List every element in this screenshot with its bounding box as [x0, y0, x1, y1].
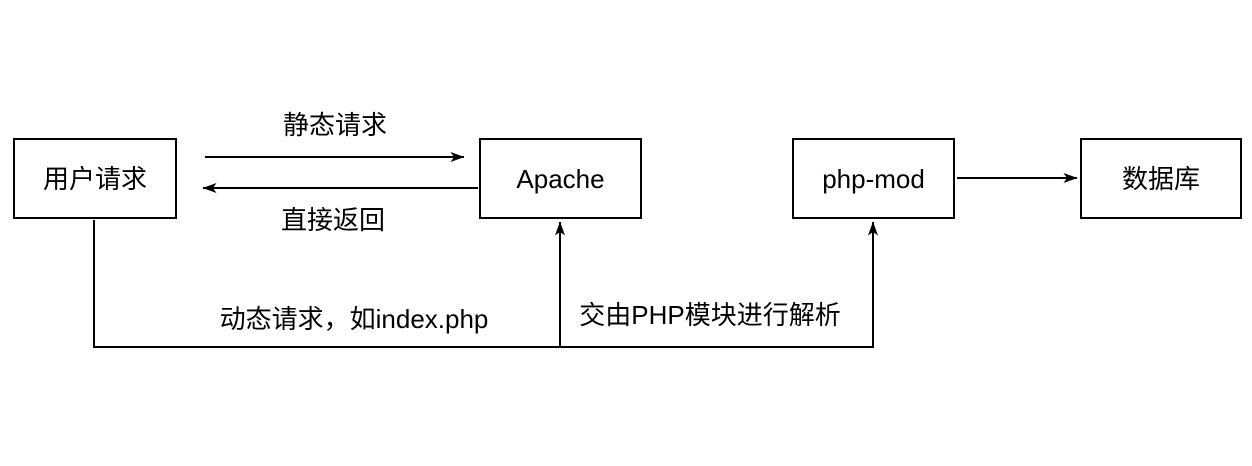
label-direct-return: 直接返回	[278, 205, 388, 236]
label-php-parse: 交由PHP模块进行解析	[577, 300, 843, 331]
node-php-mod: php-mod	[792, 138, 955, 219]
node-php-mod-label: php-mod	[822, 163, 925, 194]
node-apache: Apache	[479, 138, 642, 219]
arrow-dynamic-request	[93, 220, 565, 348]
node-user-request-label: 用户请求	[42, 163, 147, 194]
node-database-label: 数据库	[1121, 163, 1200, 194]
node-apache-label: Apache	[516, 163, 605, 194]
node-database: 数据库	[1080, 138, 1242, 219]
label-static-request: 静态请求	[280, 110, 390, 141]
node-user-request: 用户请求	[13, 138, 177, 219]
label-dynamic-request: 动态请求，如index.php	[217, 304, 491, 335]
arrow-php-parse	[560, 221, 878, 348]
